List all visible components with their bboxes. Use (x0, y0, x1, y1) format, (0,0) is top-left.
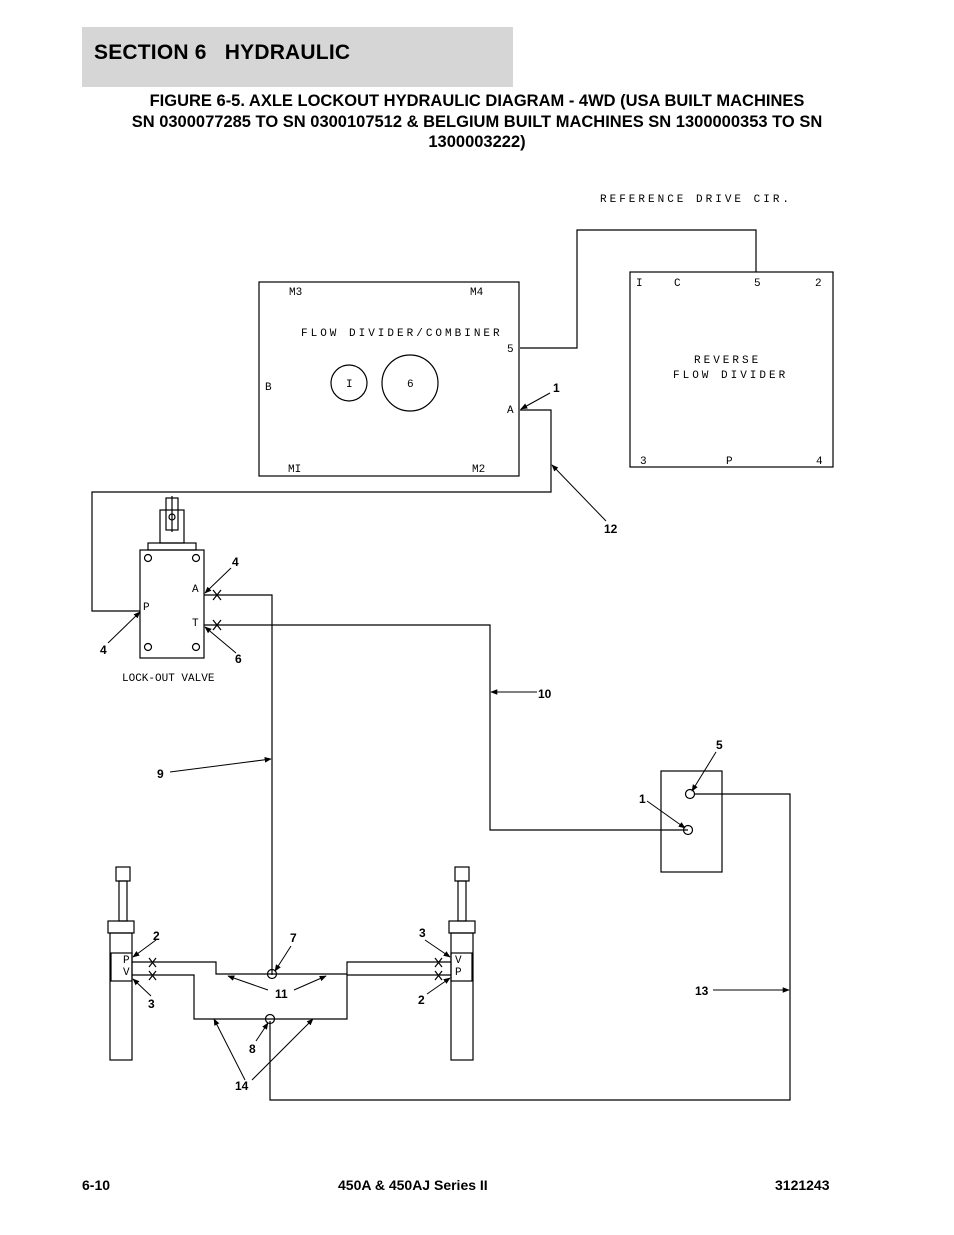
rfd-title-2: FLOW DIVIDER (673, 370, 788, 382)
callout-4-top: 4 (232, 555, 239, 569)
callout-10: 10 (538, 687, 552, 701)
rfd-port-c: C (674, 278, 681, 290)
hose-10 (204, 624, 688, 831)
section-banner (82, 27, 513, 87)
lockout-port-a: A (192, 584, 199, 596)
fd-section-6-label: 6 (407, 379, 414, 391)
flow-divider-section-6 (381, 354, 439, 412)
right-cyl-port-v: V (455, 955, 462, 967)
switch-box (660, 770, 723, 873)
section-title: SECTION 6 HYDRAULIC (94, 41, 351, 64)
rfd-port-4: 4 (816, 456, 823, 468)
hose-11 (132, 961, 451, 975)
left-cylinder-valve (110, 952, 133, 982)
flow-divider-section-1 (330, 364, 368, 402)
footer-model: 450A & 450AJ Series II (338, 1177, 488, 1193)
right-cyl-port-p: P (455, 967, 462, 979)
callout-3-right: 3 (419, 926, 426, 940)
fd-port-a: A (507, 405, 514, 417)
callout-11: 11 (275, 987, 288, 1001)
fd-port-m3: M3 (289, 287, 302, 299)
left-cylinder-rod (118, 880, 128, 922)
callout-3-left: 3 (148, 997, 155, 1011)
lockout-port-t: T (192, 618, 199, 630)
callout-14: 14 (235, 1079, 249, 1093)
rfd-port-3: 3 (640, 456, 647, 468)
rfd-title-1: REVERSE (694, 355, 761, 367)
right-cylinder-collar (448, 920, 476, 934)
callout-5: 5 (716, 738, 723, 752)
left-cyl-port-v: V (123, 967, 130, 979)
caption-line-1: FIGURE 6-5. AXLE LOCKOUT HYDRAULIC DIAGR… (149, 92, 805, 110)
callout-4-left: 4 (100, 643, 107, 657)
caption-line-3: 1300003222) (428, 133, 526, 151)
left-cylinder-body (109, 932, 133, 1061)
callout-6: 6 (235, 652, 242, 666)
left-cylinder-collar (107, 920, 135, 934)
callout-1-switch: 1 (639, 792, 646, 806)
tee-7 (266, 968, 278, 980)
callout-13: 13 (695, 984, 709, 998)
footer-page-number: 6-10 (82, 1177, 111, 1193)
right-cylinder-cap (454, 866, 470, 882)
hose-9 (204, 594, 273, 975)
left-cyl-port-p: P (123, 955, 130, 967)
callout-12: 12 (604, 522, 618, 536)
valve-mount-base (147, 542, 197, 551)
figure-caption: FIGURE 6-5. AXLE LOCKOUT HYDRAULIC DIAGR… (90, 91, 864, 153)
fd-port-m1: MI (288, 464, 301, 476)
reference-line (520, 229, 757, 349)
reference-note: REFERENCE DRIVE CIR. (600, 194, 792, 206)
callout-9: 9 (157, 767, 164, 781)
fd-port-m2: M2 (472, 464, 485, 476)
fd-title: FLOW DIVIDER/COMBINER (301, 328, 503, 340)
footer-doc-number: 3121243 (775, 1177, 830, 1193)
callout-2-left: 2 (153, 929, 160, 943)
callout-7: 7 (290, 931, 297, 945)
callout-8: 8 (249, 1042, 256, 1056)
callout-1-flow: 1 (553, 381, 560, 395)
hose-14 (132, 974, 451, 1020)
right-cylinder-rod (457, 880, 467, 922)
left-cylinder-cap (115, 866, 131, 882)
right-cylinder-valve (450, 952, 473, 982)
flow-divider-box (258, 281, 520, 477)
lockout-valve-label: LOCK-OUT VALVE (122, 673, 215, 685)
rfd-port-p: P (726, 456, 733, 468)
rfd-port-5: 5 (754, 278, 761, 290)
fd-port-b: B (265, 382, 272, 394)
tee-8 (264, 1013, 276, 1025)
lockout-port-p: P (143, 602, 150, 614)
fd-port-m4: M4 (470, 287, 484, 299)
rfd-port-2: 2 (815, 278, 822, 290)
hose-13 (269, 793, 791, 1101)
callout-2-right: 2 (418, 993, 425, 1007)
caption-line-2: SN 0300077285 TO SN 0300107512 & BELGIUM… (131, 112, 823, 131)
fd-section-1-label: I (346, 379, 353, 391)
hose-12 (91, 409, 552, 612)
rfd-port-1: I (636, 278, 643, 290)
reverse-flow-divider-box (629, 271, 834, 468)
fd-port-5: 5 (507, 344, 514, 356)
right-cylinder-body (450, 932, 474, 1061)
